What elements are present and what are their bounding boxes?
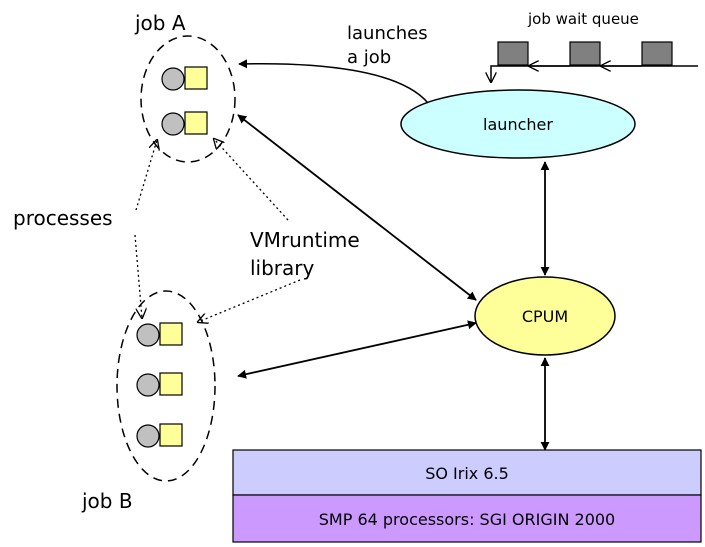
job-b-process-3	[136, 423, 183, 448]
job-a-label: job A	[134, 11, 186, 35]
job-b-process-1	[136, 322, 183, 347]
job-b-label: job B	[81, 489, 133, 513]
job-a-process-1	[161, 66, 208, 91]
vmruntime-label: VMruntime library	[250, 228, 366, 280]
job-a-group	[140, 35, 236, 163]
library-square-icon	[159, 423, 183, 447]
process-circle-icon	[161, 112, 185, 136]
launcher-label: launcher	[483, 115, 553, 134]
hardware-layer-label: SMP 64 processors: SGI ORIGIN 2000	[319, 510, 615, 529]
process-circle-icon	[136, 424, 160, 448]
cpum-label: CPUM	[522, 307, 568, 326]
os-layer	[232, 449, 702, 496]
library-square-icon	[184, 111, 208, 135]
process-circle-icon	[136, 323, 160, 347]
cpum-node	[474, 276, 616, 356]
library-square-icon	[159, 372, 183, 396]
job-a-cpum-link	[237, 114, 477, 301]
process-circle-icon	[136, 373, 160, 397]
queue-item-2	[569, 41, 601, 66]
job-a-process-2	[161, 111, 208, 136]
library-square-icon	[159, 322, 183, 346]
job-b-cpum-link	[237, 320, 477, 379]
processes-label: processes	[13, 206, 113, 230]
processes-pointers	[134, 140, 157, 318]
job-b-group	[116, 290, 216, 482]
queue-item-1	[497, 41, 529, 66]
job-b-process-2	[136, 372, 183, 397]
queue-item-3	[641, 41, 673, 66]
job-wait-queue-label: job wait queue	[527, 10, 639, 28]
launch-arrow	[238, 59, 429, 104]
launches-label: launches a job	[347, 23, 433, 68]
job-wait-queue	[491, 41, 698, 82]
hardware-layer	[232, 494, 702, 543]
os-layer-label: SO Irix 6.5	[425, 464, 509, 483]
process-circle-icon	[161, 67, 185, 91]
library-square-icon	[184, 66, 208, 90]
vmruntime-pointers	[198, 139, 301, 322]
